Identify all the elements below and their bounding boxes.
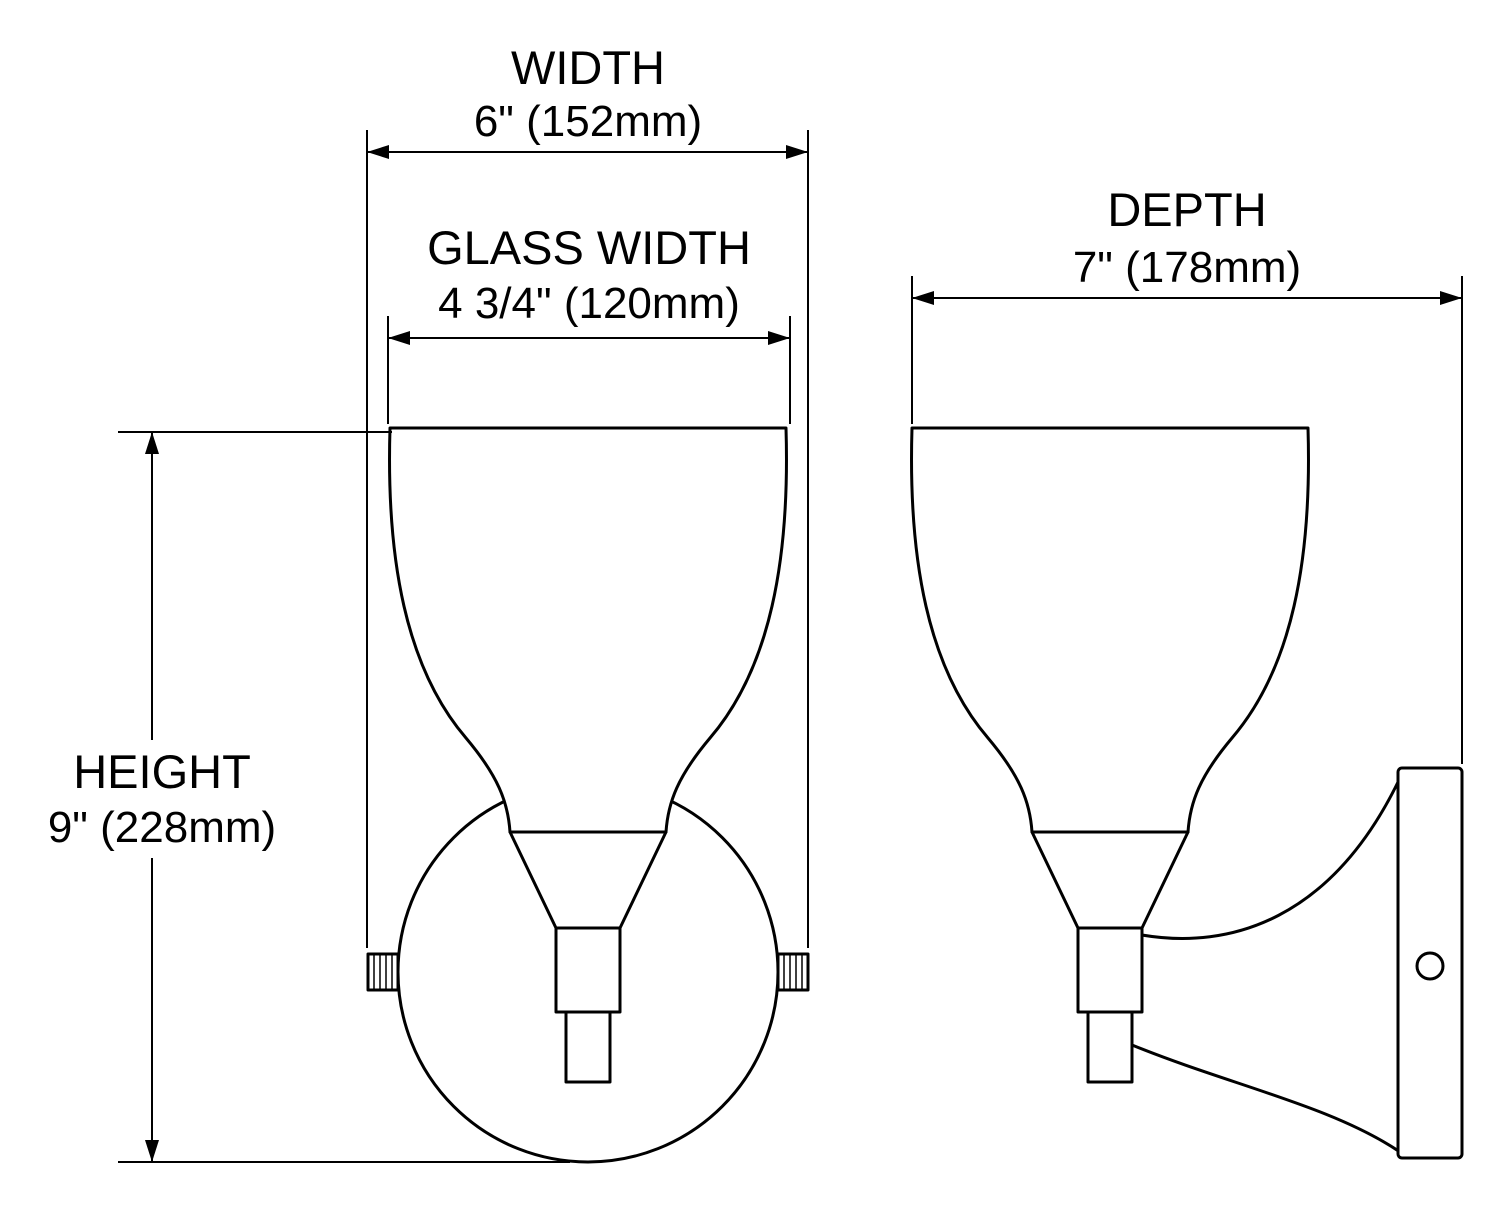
- stem-side: [1076, 926, 1144, 1014]
- depth-value: 7" (178mm): [1073, 243, 1301, 292]
- depth-dimension: DEPTH 7" (178mm): [911, 183, 1463, 764]
- thumbscrew-right-icon: [776, 952, 810, 992]
- thumbscrew-left-body: [366, 952, 400, 992]
- arrowhead-down-icon: [145, 1140, 159, 1162]
- arrowhead-right-icon: [1440, 291, 1462, 305]
- arrowhead-up-icon: [145, 432, 159, 454]
- glass-width-value: 4 3/4" (120mm): [438, 279, 740, 328]
- height-label: HEIGHT: [73, 745, 251, 798]
- arrowhead-right-icon: [786, 145, 808, 159]
- arrowhead-left-icon: [388, 331, 410, 345]
- width-dimension: WIDTH 6" (152mm): [366, 41, 809, 948]
- stem: [554, 926, 622, 1014]
- socket-cup-side: [1030, 830, 1190, 930]
- height-value: 9" (228mm): [48, 803, 276, 852]
- socket-cup: [508, 830, 668, 930]
- candle-tube-side: [1086, 1010, 1134, 1084]
- mounting-hole: [1415, 951, 1445, 981]
- height-text-backing: [38, 740, 292, 858]
- arrowhead-right-icon: [768, 331, 790, 345]
- depth-label: DEPTH: [1107, 183, 1266, 236]
- thumbscrew-right-body: [776, 952, 810, 992]
- width-value: 6" (152mm): [474, 97, 702, 146]
- arrowhead-left-icon: [912, 291, 934, 305]
- side-view: [910, 426, 1464, 1160]
- arm-upper-curve: [1141, 777, 1402, 940]
- glass-width-dimension: GLASS WIDTH 4 3/4" (120mm): [387, 221, 791, 424]
- candle-tube: [564, 1010, 612, 1084]
- glass-width-label: GLASS WIDTH: [427, 221, 751, 274]
- width-label: WIDTH: [511, 41, 665, 94]
- height-dimension: HEIGHT 9" (228mm): [38, 431, 570, 1163]
- glass-shade-outline: [388, 426, 788, 834]
- glass-shade-outline-side: [910, 426, 1310, 834]
- arm-lower-curve: [1131, 1043, 1401, 1154]
- arrowhead-left-icon: [367, 145, 389, 159]
- front-view: [366, 426, 810, 1164]
- thumbscrew-left-icon: [366, 952, 400, 992]
